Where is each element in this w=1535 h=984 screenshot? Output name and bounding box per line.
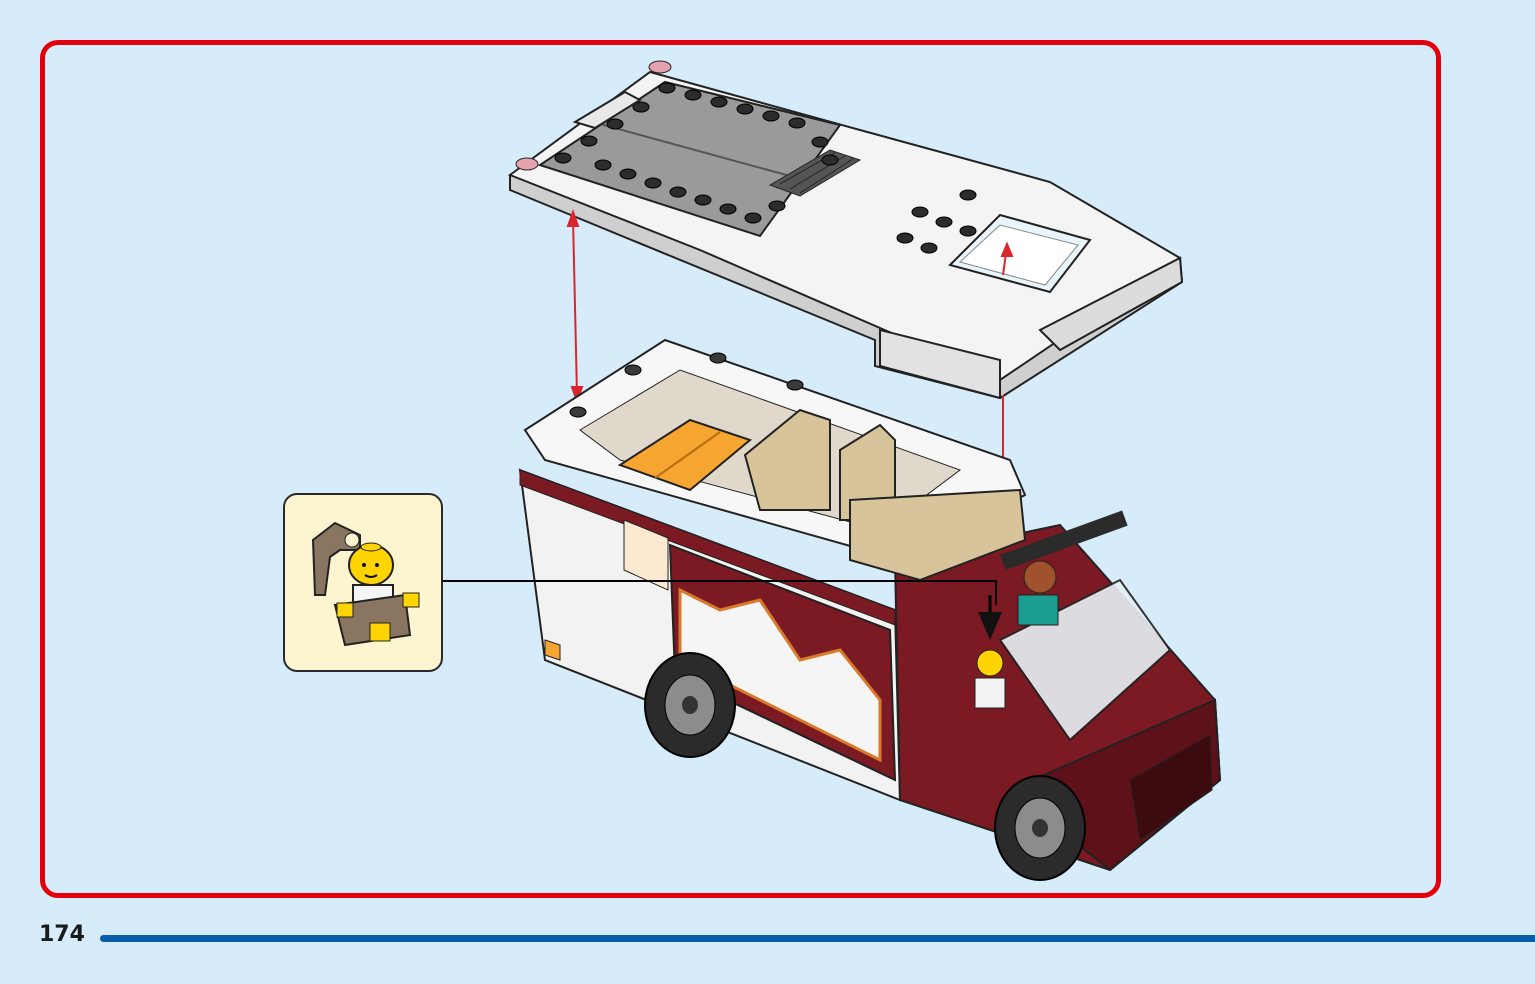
rear-wheel — [644, 652, 736, 758]
page-number: 174 — [39, 922, 85, 947]
footer-divider-bar — [100, 935, 1535, 942]
camper-roof-assembly — [507, 60, 1184, 400]
camper-van-model — [518, 338, 1222, 881]
front-wheel — [994, 775, 1086, 881]
down-arrow-indicator-icon — [978, 595, 1002, 640]
roof-studs — [554, 82, 977, 254]
minifigure-in-seat-icon — [311, 521, 420, 647]
minifigure-callout-box — [283, 493, 443, 672]
callout-leader-line — [440, 580, 997, 605]
